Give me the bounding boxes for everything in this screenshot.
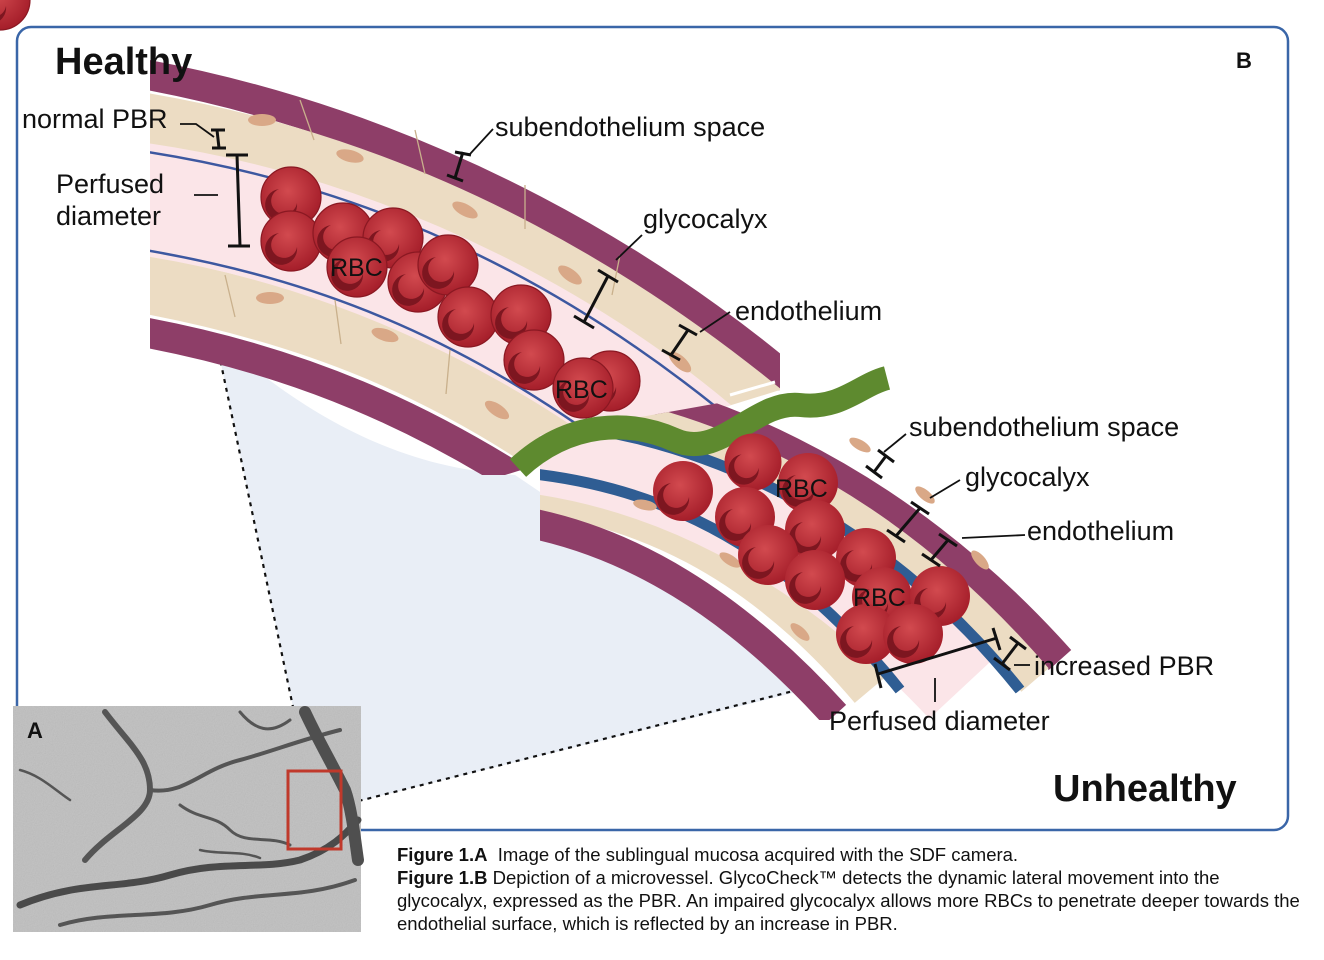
panel-b-letter: B: [1236, 48, 1252, 73]
unhealthy-measurement-bars: [865, 448, 1027, 689]
zoom-line-bottom: [314, 681, 826, 814]
perfused-diameter-label-line2: diameter: [56, 201, 161, 231]
healthy-endothelium-label: endothelium: [735, 296, 882, 326]
magnification-wedge: [215, 335, 825, 812]
healthy-title: Healthy: [55, 41, 192, 83]
healthy-leader-lines: [180, 123, 731, 333]
normal-pbr-label: normal PBR: [22, 104, 168, 134]
unhealthy-rbc-label-1: RBC: [775, 475, 828, 503]
panel-a-micrograph: [13, 706, 364, 932]
increased-pbr-label: increased PBR: [1034, 651, 1214, 681]
healthy-rbc-label-2: RBC: [555, 376, 608, 404]
caption-b: Figure 1.B Depiction of a microvessel. G…: [397, 866, 1312, 935]
caption-a-label: Figure 1.A: [397, 844, 488, 865]
unhealthy-leader-lines: [883, 433, 1030, 702]
unhealthy-subendothelium-label: subendothelium space: [909, 412, 1179, 442]
healthy-glycocalyx-label: glycocalyx: [643, 204, 768, 234]
panel-a-zoom-box: [286, 769, 343, 851]
vessel-cut-wave: [509, 366, 891, 478]
panel-a-letter: A: [27, 718, 43, 743]
perfused-diameter-label-line1: Perfused: [56, 169, 164, 199]
healthy-measurement-bars: [211, 128, 698, 362]
caption-b-text: Depiction of a microvessel. GlycoCheck™ …: [397, 867, 1300, 934]
unhealthy-endothelium-label: endothelium: [1027, 516, 1174, 546]
unhealthy-glycocalyx-label: glycocalyx: [965, 462, 1090, 492]
caption-a-text: Image of the sublingual mucosa acquired …: [497, 844, 1019, 865]
unhealthy-title: Unhealthy: [1053, 768, 1237, 810]
caption-b-label: Figure 1.B: [397, 867, 488, 888]
unhealthy-rbc-label-2: RBC: [853, 584, 906, 612]
healthy-rbc-label-1: RBC: [330, 254, 383, 282]
healthy-rbc-group: [0, 0, 31, 31]
unhealthy-perfused-diameter-label: Perfused diameter: [829, 706, 1050, 736]
healthy-subendothelium-label: subendothelium space: [495, 112, 765, 142]
figure-caption: Figure 1.A Image of the sublingual mucos…: [397, 843, 1312, 935]
caption-a: Figure 1.A Image of the sublingual mucos…: [397, 843, 1312, 866]
